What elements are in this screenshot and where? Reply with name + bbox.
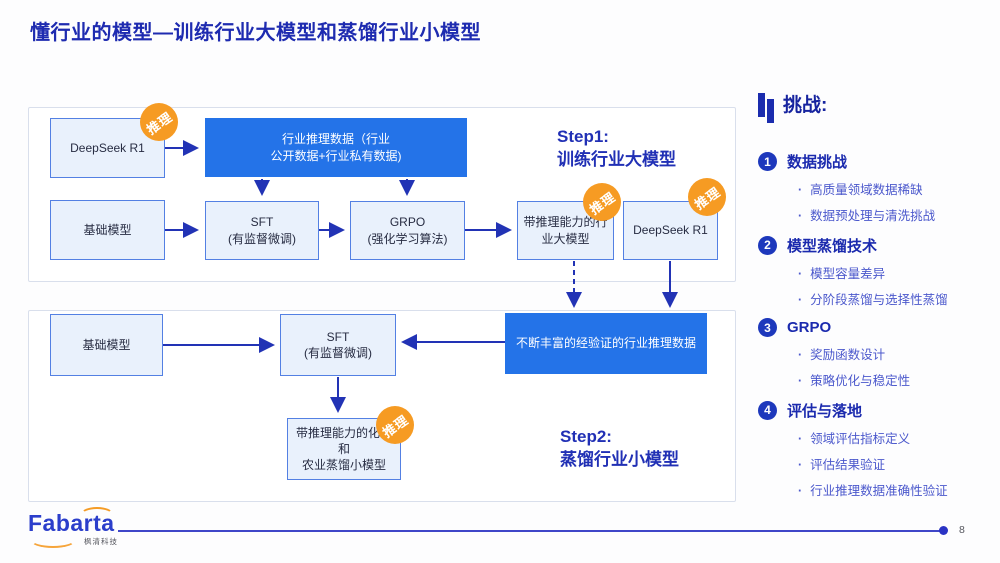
step1-label: Step1: 训练行业大模型: [557, 127, 676, 169]
node-grpo: GRPO (强化学习算法): [350, 201, 465, 260]
reasoning-badge-label: 推理: [143, 108, 176, 137]
bullet-dot-icon: ·: [798, 209, 803, 224]
footer-divider: [118, 530, 942, 532]
challenge-bullet: ·奖励函数设计: [798, 348, 886, 362]
fabarta-logo: Fabarta 枫清科技: [28, 507, 118, 548]
challenge-heading: 数据挑战: [787, 154, 848, 171]
reasoning-badge-label: 推理: [586, 188, 619, 217]
item-number-badge: 3: [758, 318, 777, 337]
node-distilled-small-model: 带推理能力的化工和 农业蒸馏小模型: [287, 418, 401, 480]
challenges-sidebar: 挑战: 1 数据挑战 ·高质量领域数据稀缺 ·数据预处理与清洗挑战 2 模型蒸馏…: [758, 90, 994, 509]
item-number-badge: 1: [758, 152, 777, 171]
challenge-item-grpo: 3 GRPO ·奖励函数设计 ·策略优化与稳定性: [758, 318, 994, 390]
page-title: 懂行业的模型—训练行业大模型和蒸馏行业小模型: [30, 22, 481, 44]
reasoning-badge: 推理: [688, 178, 726, 216]
item-number-badge: 4: [758, 400, 777, 420]
node-industry-big-model: 带推理能力的行 业大模型: [517, 201, 614, 260]
bullet-dot-icon: ·: [798, 457, 803, 472]
challenge-bullet: ·评估结果验证: [798, 457, 886, 472]
node-base-model-top: 基础模型: [50, 200, 165, 260]
step2-label: Step2: 蒸馏行业小模型: [560, 427, 679, 469]
challenge-bullet: ·行业推理数据准确性验证: [798, 484, 948, 498]
challenge-bullet: ·模型容量差异: [798, 266, 886, 281]
challenge-list: 1 数据挑战 ·高质量领域数据稀缺 ·数据预处理与清洗挑战 2 模型蒸馏技术 ·…: [758, 151, 994, 499]
reasoning-badge: 推理: [583, 183, 621, 221]
bullet-dot-icon: ·: [798, 374, 803, 389]
bullet-dot-icon: ·: [798, 292, 803, 307]
challenge-bullet: ·领域评估指标定义: [798, 431, 911, 446]
challenge-bullet: ·分阶段蒸馏与选择性蒸馏: [798, 292, 948, 307]
node-base-model-bottom: 基础模型: [50, 314, 163, 376]
node-industry-reasoning-data: 行业推理数据（行业 公开数据+行业私有数据): [205, 118, 467, 177]
challenge-bullet: ·高质量领域数据稀缺: [798, 183, 923, 197]
node-deepseek-r1-source: DeepSeek R1: [50, 118, 165, 178]
reasoning-badge: 推理: [376, 406, 414, 444]
challenges-title: 挑战:: [783, 95, 828, 116]
challenge-heading: 模型蒸馏技术: [787, 237, 878, 255]
challenges-header: 挑战:: [758, 90, 994, 123]
fabarta-logo-subtext: 枫清科技: [84, 537, 118, 546]
reasoning-badge: 推理: [140, 103, 178, 141]
challenge-item-evaluation: 4 评估与落地 ·领域评估指标定义 ·评估结果验证 ·行业推理数据准确性验证: [758, 400, 994, 500]
node-sft-bottom: SFT (有监督微调): [280, 314, 396, 376]
challenge-bullet: ·数据预处理与清洗挑战: [798, 209, 936, 224]
logo-arc-icon: [30, 532, 76, 548]
bullet-dot-icon: ·: [798, 431, 803, 446]
challenge-heading: 评估与落地: [787, 402, 863, 420]
bullet-dot-icon: ·: [798, 484, 803, 498]
page-number: 8: [959, 524, 965, 536]
bars-icon: [758, 93, 774, 123]
bullet-dot-icon: ·: [798, 183, 803, 197]
bullet-dot-icon: ·: [798, 266, 803, 281]
challenge-item-data: 1 数据挑战 ·高质量领域数据稀缺 ·数据预处理与清洗挑战: [758, 151, 994, 225]
logo-arc-icon: [80, 507, 114, 523]
item-number-badge: 2: [758, 235, 777, 255]
node-verified-reasoning-data: 不断丰富的经验证的行业推理数据: [505, 313, 707, 374]
challenge-heading: GRPO: [787, 319, 832, 336]
challenge-item-distillation: 2 模型蒸馏技术 ·模型容量差异 ·分阶段蒸馏与选择性蒸馏: [758, 235, 994, 309]
bullet-dot-icon: ·: [798, 348, 803, 362]
reasoning-badge-label: 推理: [379, 411, 412, 440]
footer-dot: [939, 526, 948, 535]
challenge-bullet: ·策略优化与稳定性: [798, 374, 911, 389]
node-sft-top: SFT (有监督微调): [205, 201, 319, 260]
reasoning-badge-label: 推理: [691, 183, 724, 212]
